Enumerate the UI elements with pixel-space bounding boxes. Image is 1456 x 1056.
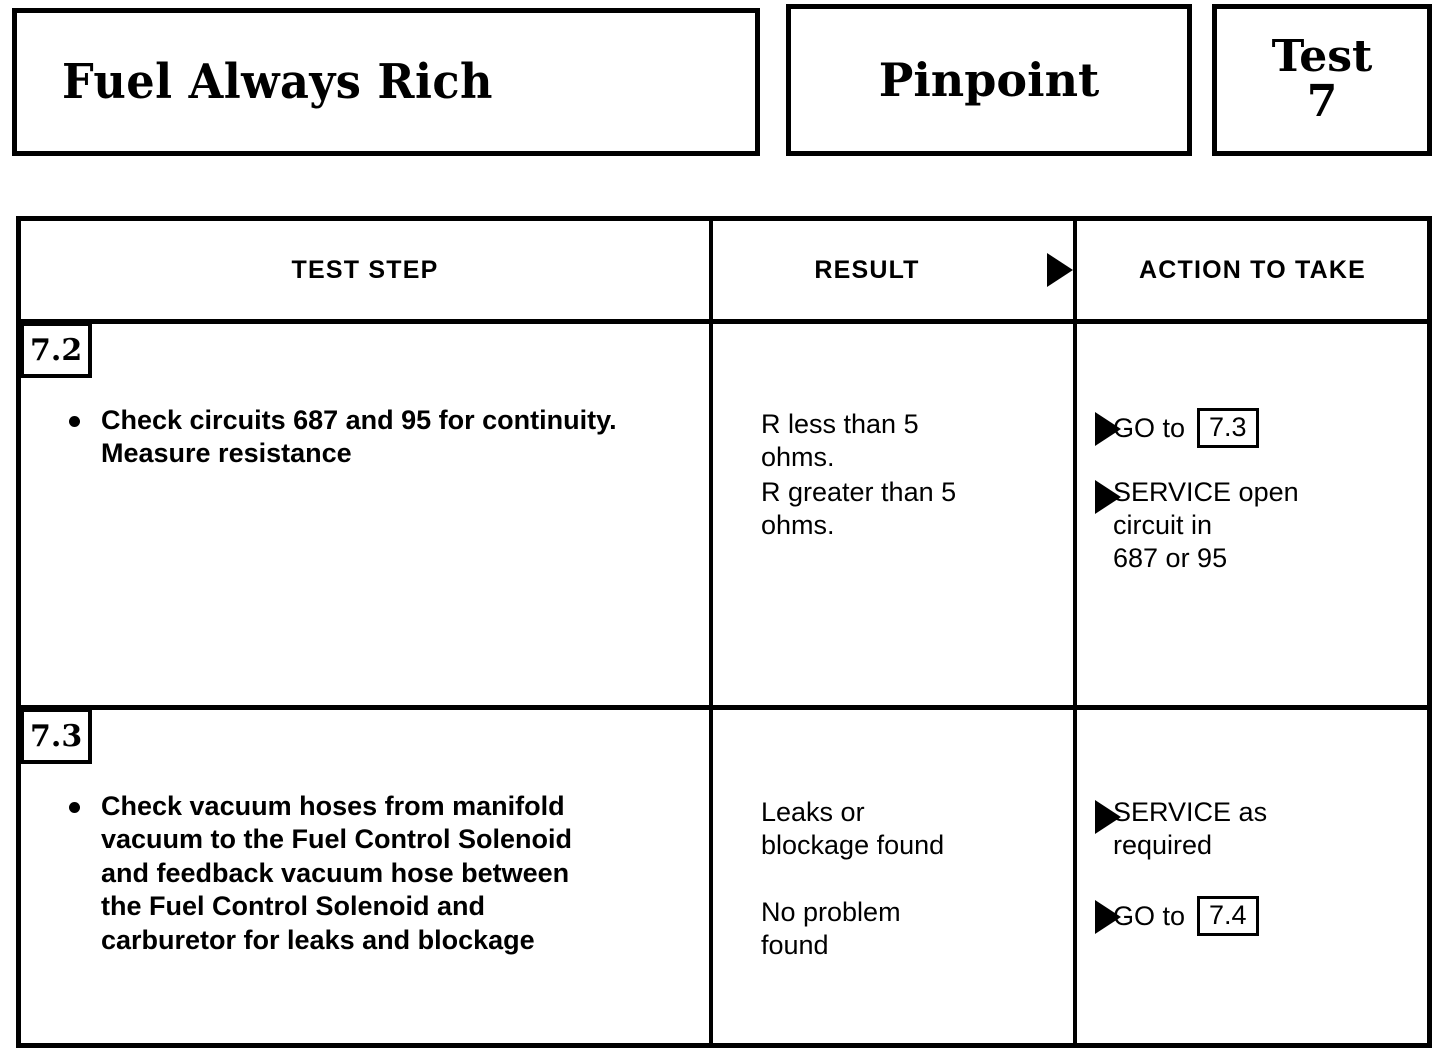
- result-entry: No problem found: [761, 896, 1121, 962]
- result-entry: Leaks or blockage found: [761, 796, 1121, 862]
- result-cell: Leaks or blockage found No problem found: [713, 710, 1121, 1044]
- result-line: blockage found: [761, 829, 945, 860]
- result-line: ohms.: [761, 509, 835, 540]
- table-row: 7.2 Check circuits 687 and 95 for contin…: [20, 322, 1428, 705]
- action-cell: SERVICE as required GO to 7.4: [1077, 710, 1428, 1044]
- action-entry: SERVICE as required: [1113, 796, 1428, 862]
- column-divider-2: [1073, 221, 1077, 1043]
- row-divider: [21, 705, 1427, 710]
- test-step-line: and feedback vacuum hose between: [101, 857, 570, 888]
- action-entry[interactable]: GO to 7.4: [1113, 896, 1428, 937]
- action-line: 687 or 95: [1113, 542, 1228, 573]
- test-step-content: Check circuits 687 and 95 for continuity…: [65, 404, 685, 471]
- pinpoint-label-box: Pinpoint: [786, 4, 1192, 156]
- goto-label: GO to: [1113, 412, 1186, 443]
- bullet-dot-icon: [69, 416, 80, 427]
- test-step-line: vacuum to the Fuel Control Solenoid: [101, 824, 573, 855]
- page-header-banner: Fuel Always Rich Pinpoint Test 7: [0, 0, 1456, 170]
- action-line: SERVICE open: [1113, 477, 1299, 507]
- list-item: Check vacuum hoses from manifold vacuum …: [65, 790, 685, 957]
- result-line: Leaks or: [761, 797, 865, 827]
- step-id-badge: 7.2: [20, 322, 93, 378]
- test-number-box: Test 7: [1212, 4, 1432, 156]
- test-step-line: Check circuits 687 and 95 for continuity…: [101, 405, 617, 435]
- column-header-test-step-label: TEST STEP: [291, 255, 439, 284]
- column-header-test-step: TEST STEP: [21, 221, 709, 319]
- right-triangle-icon: [1095, 900, 1121, 934]
- action-line: required: [1113, 829, 1213, 860]
- goto-reference[interactable]: GO to 7.4: [1113, 896, 1428, 937]
- test-step-line: carburetor for leaks and blockage: [101, 924, 535, 955]
- test-step-line: the Fuel Control Solenoid and: [101, 891, 485, 922]
- test-step-content: Check vacuum hoses from manifold vacuum …: [65, 790, 685, 957]
- result-line: No problem: [761, 897, 901, 927]
- column-header-result: RESULT: [713, 221, 1073, 319]
- goto-reference[interactable]: GO to 7.3: [1113, 408, 1428, 449]
- right-triangle-icon: [1095, 800, 1121, 834]
- action-cell: GO to 7.3 SERVICE open circuit in 687 or…: [1077, 324, 1428, 705]
- right-triangle-icon: [1095, 480, 1121, 514]
- result-line: R less than 5: [761, 409, 919, 439]
- result-cell: R less than 5 ohms. R greater than 5 ohm…: [713, 324, 1121, 705]
- header-divider: [21, 319, 1427, 324]
- bullet-dot-icon: [69, 802, 80, 813]
- column-header-result-label: RESULT: [814, 255, 920, 284]
- test-step-line: Measure resistance: [101, 438, 352, 469]
- step-id-badge: 7.3: [20, 708, 93, 764]
- action-entry[interactable]: GO to 7.3: [1113, 408, 1428, 449]
- pinpoint-label: Pinpoint: [878, 53, 1100, 107]
- result-line: found: [761, 929, 829, 960]
- column-header-action-label: ACTION TO TAKE: [1139, 255, 1366, 284]
- result-entry: R greater than 5 ohms.: [761, 476, 1121, 542]
- test-digit: 7: [1306, 76, 1338, 127]
- test-number-stack: Test 7: [1217, 34, 1427, 127]
- goto-step-box[interactable]: 7.4: [1197, 896, 1259, 937]
- action-entry: SERVICE open circuit in 687 or 95: [1113, 476, 1428, 575]
- goto-label: GO to: [1113, 900, 1186, 931]
- column-header-action: ACTION TO TAKE: [1077, 221, 1428, 319]
- test-word: Test: [1271, 31, 1373, 83]
- result-entry: R less than 5 ohms.: [761, 408, 1121, 474]
- test-step-line: Check vacuum hoses from manifold: [101, 791, 565, 821]
- table-header-row: TEST STEP RESULT ACTION TO TAKE: [21, 221, 1427, 319]
- result-line: R greater than 5: [761, 477, 957, 507]
- goto-step-box[interactable]: 7.3: [1197, 408, 1259, 449]
- list-item: Check circuits 687 and 95 for continuity…: [65, 404, 685, 471]
- result-line: ohms.: [761, 441, 835, 472]
- page-title: Fuel Always Rich: [62, 54, 493, 110]
- fault-title-box: Fuel Always Rich: [12, 8, 760, 156]
- right-triangle-icon: [1095, 412, 1121, 446]
- column-divider-1: [709, 221, 713, 1043]
- diagnostic-table: TEST STEP RESULT ACTION TO TAKE 7.2 Chec…: [16, 216, 1432, 1048]
- right-triangle-icon: [1047, 253, 1073, 287]
- table-row: 7.3 Check vacuum hoses from manifold vac…: [20, 708, 1428, 1044]
- action-line: circuit in: [1113, 509, 1213, 540]
- action-line: SERVICE as: [1113, 797, 1268, 827]
